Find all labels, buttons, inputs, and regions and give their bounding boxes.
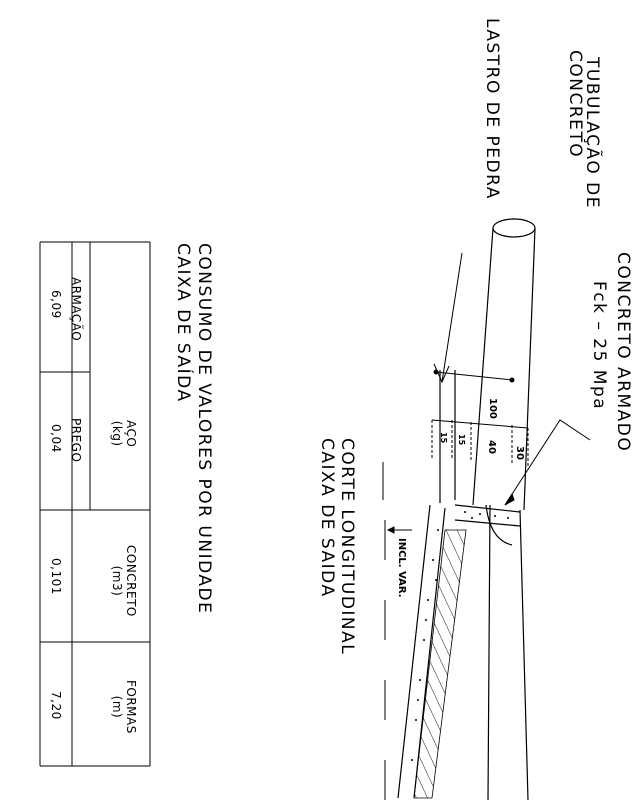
- box-top-slab: [454, 504, 521, 513]
- box-wall-inner: [413, 507, 446, 799]
- prego-header: PREGO: [69, 418, 83, 463]
- box-top-slab-inner: [454, 519, 521, 527]
- dim-c-label: 40: [486, 440, 497, 454]
- concrete-fill: [411, 511, 509, 761]
- concreto-leader: [504, 419, 591, 506]
- lastro-layer: [382, 462, 386, 800]
- armacao-value: 6,09: [49, 290, 63, 319]
- dim-total-label: 100: [487, 398, 498, 419]
- box-outer-wall: [397, 504, 431, 799]
- concrete-pipe: [472, 218, 536, 801]
- prego-value: 0,04: [49, 424, 63, 453]
- pipe-bottom-curve: [485, 504, 513, 546]
- corte-label-1: CORTE LONGITUDINAL: [337, 438, 357, 656]
- corte-label-2: CAIXA DE SAIDA: [317, 438, 337, 598]
- tubulacao-label-1: TUBULAÇÃO DE: [582, 57, 602, 209]
- box-right-edge: [519, 509, 529, 801]
- dimension-lines: [431, 369, 529, 468]
- hatched-fill: [413, 529, 467, 799]
- pipe-edge-left: [472, 227, 494, 506]
- dim-b-label: 15: [457, 434, 466, 446]
- table-title-1: CONSUMO DE VALORES POR UNIDADE: [194, 243, 214, 615]
- table-title-2: CAIXA DE SAÍDA: [173, 243, 193, 403]
- pipe-inner-line: [487, 504, 491, 801]
- concreto-leader-line: [504, 419, 591, 506]
- dim-d-label: 30: [514, 446, 525, 460]
- formas-header: FORMAS (m): [110, 680, 138, 734]
- lastro-leader-line: [441, 252, 463, 383]
- box-body: [397, 370, 529, 801]
- pipe-edge-right: [523, 227, 536, 511]
- consumption-table-grid: [39, 241, 151, 767]
- lastro-arrowhead: [433, 363, 450, 384]
- concreto-value: 0,101: [49, 558, 63, 595]
- dim-a-label: 15: [439, 432, 448, 444]
- concreto-header: CONCRETO (m3): [110, 545, 138, 617]
- armacao-header: ARMAÇÃO: [69, 277, 83, 342]
- pipe-end: [492, 218, 536, 238]
- lastro-label: LASTRO DE PEDRA: [482, 18, 502, 200]
- tubulacao-label-2: CONCRETO: [565, 50, 585, 159]
- concreto-armado-label-2: Fck – 25 Mpa: [589, 281, 609, 411]
- aco-header: AÇO (kg): [110, 420, 138, 448]
- formas-value: 7,20: [49, 691, 63, 720]
- dim-line-parts: [431, 419, 529, 429]
- incl-var-arrow: [386, 526, 412, 534]
- incl-var-label: INCL. VAR.: [396, 538, 407, 598]
- dim-line-total: [435, 371, 513, 381]
- concreto-armado-label-1: CONCRETO ARMADO: [613, 252, 633, 453]
- lastro-leader: [433, 252, 463, 384]
